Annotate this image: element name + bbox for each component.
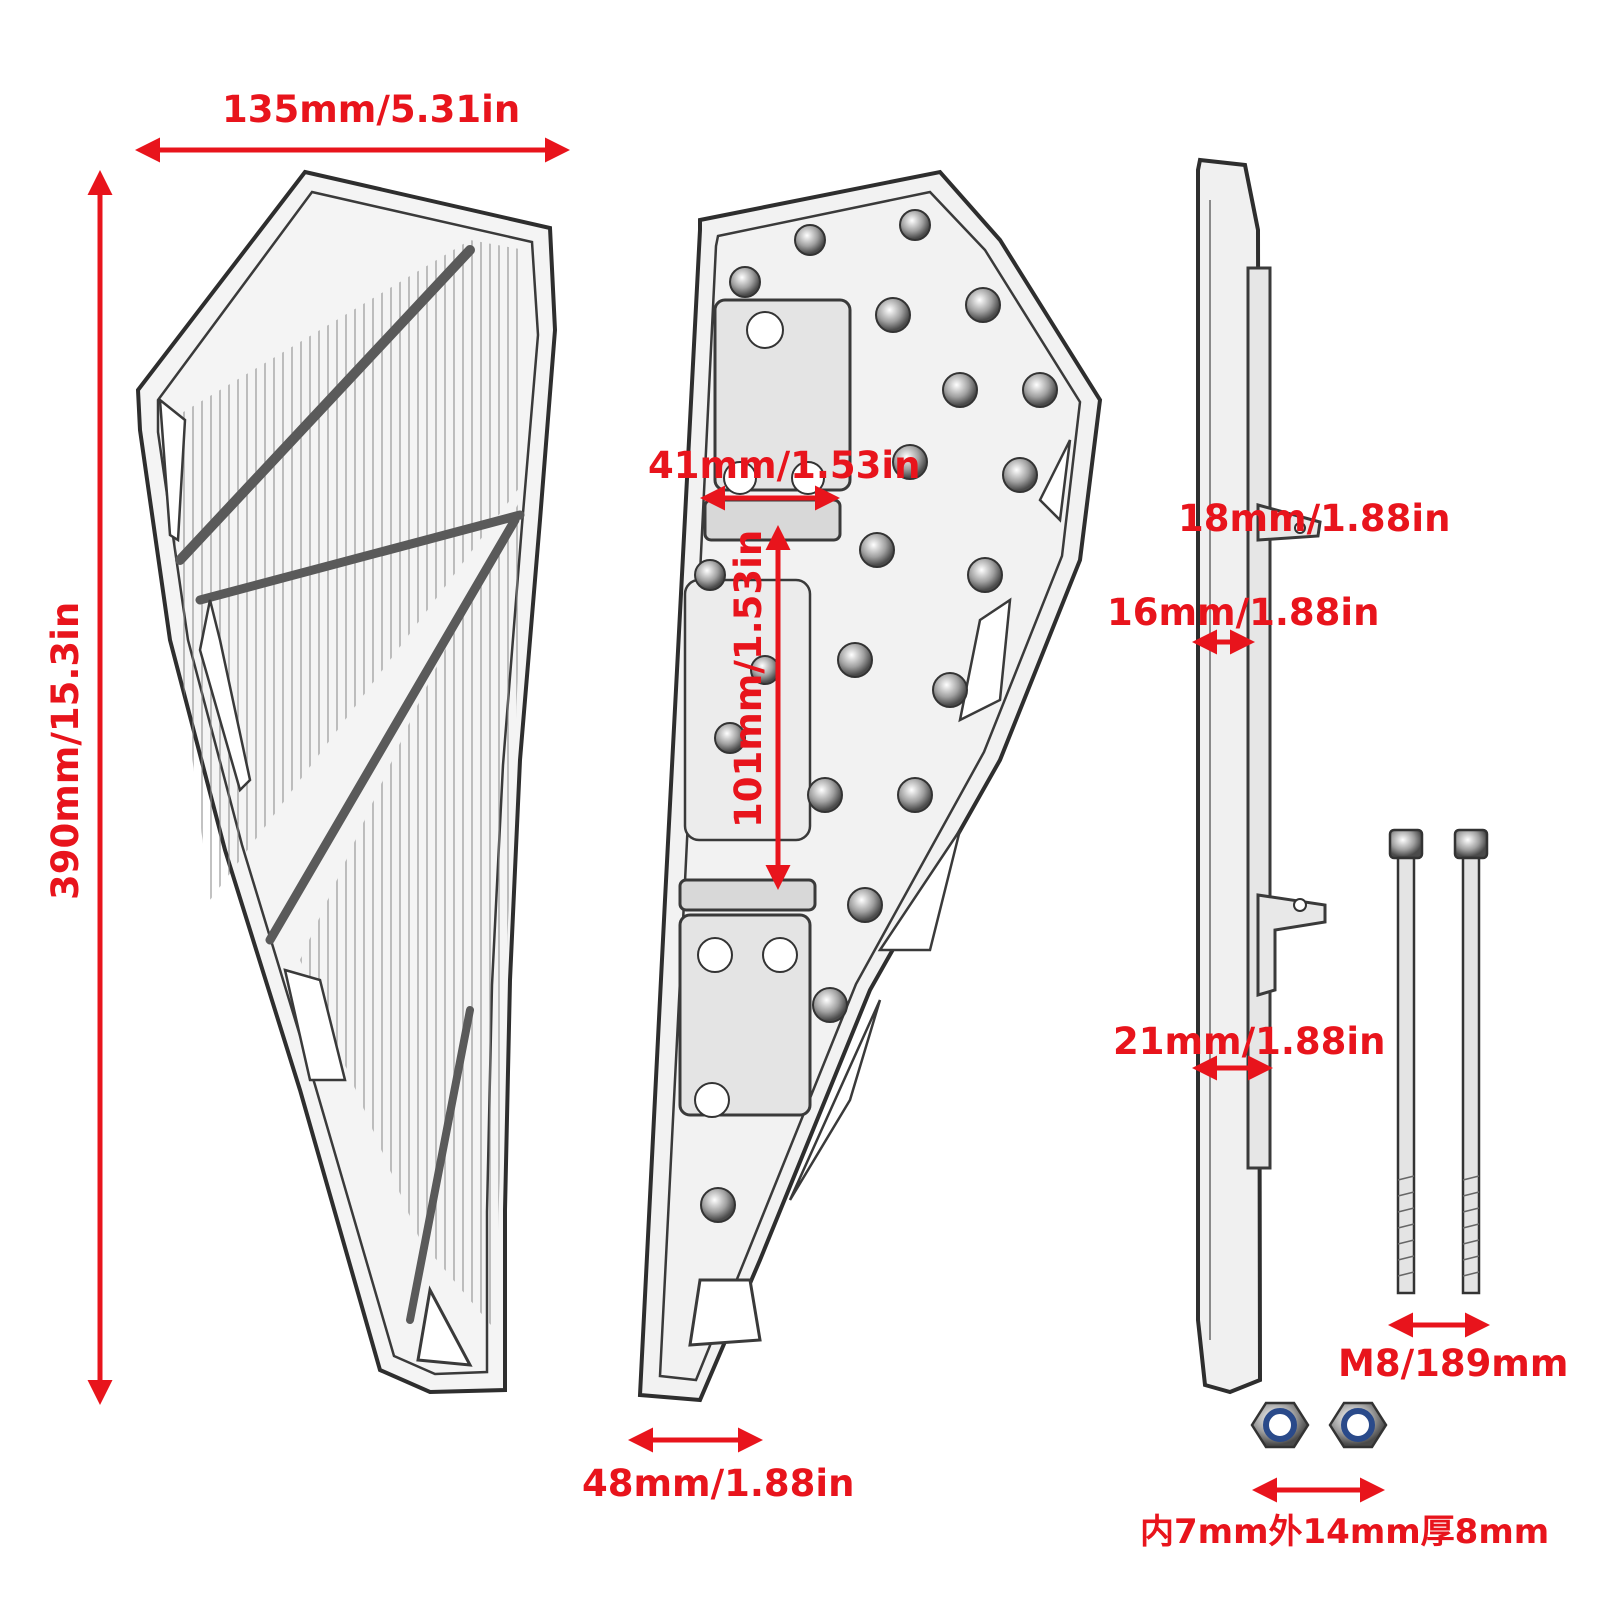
- side-thickness-lower-label: 21mm/1.88in: [1113, 1020, 1386, 1063]
- floorboard-top-view: [135, 169, 558, 1395]
- bracket-spacing-label: 101mm/1.53in: [727, 529, 770, 828]
- bolt-heads: [694, 209, 1058, 1223]
- mounting-bolts: [1388, 828, 1489, 1295]
- lock-nuts: [1250, 1401, 1388, 1449]
- floorboard-side-view: [1196, 157, 1327, 1395]
- bracket-width-label: 41mm/1.53in: [648, 444, 921, 487]
- overall-length-label: 390mm/15.3in: [44, 601, 87, 900]
- bolt-size-label: M8/189mm: [1338, 1342, 1569, 1385]
- overall-width-label: 135mm/5.31in: [222, 88, 521, 131]
- side-thickness-upper-label: 16mm/1.88in: [1107, 591, 1380, 634]
- dimension-arrows: [87, 137, 1490, 1503]
- rear-width-label: 48mm/1.88in: [582, 1462, 855, 1505]
- floorboard-bottom-view: [637, 169, 1103, 1403]
- side-top-flange-label: 18mm/1.88in: [1178, 497, 1451, 540]
- nut-size-label: 内7mm外14mm厚8mm: [1140, 1512, 1550, 1552]
